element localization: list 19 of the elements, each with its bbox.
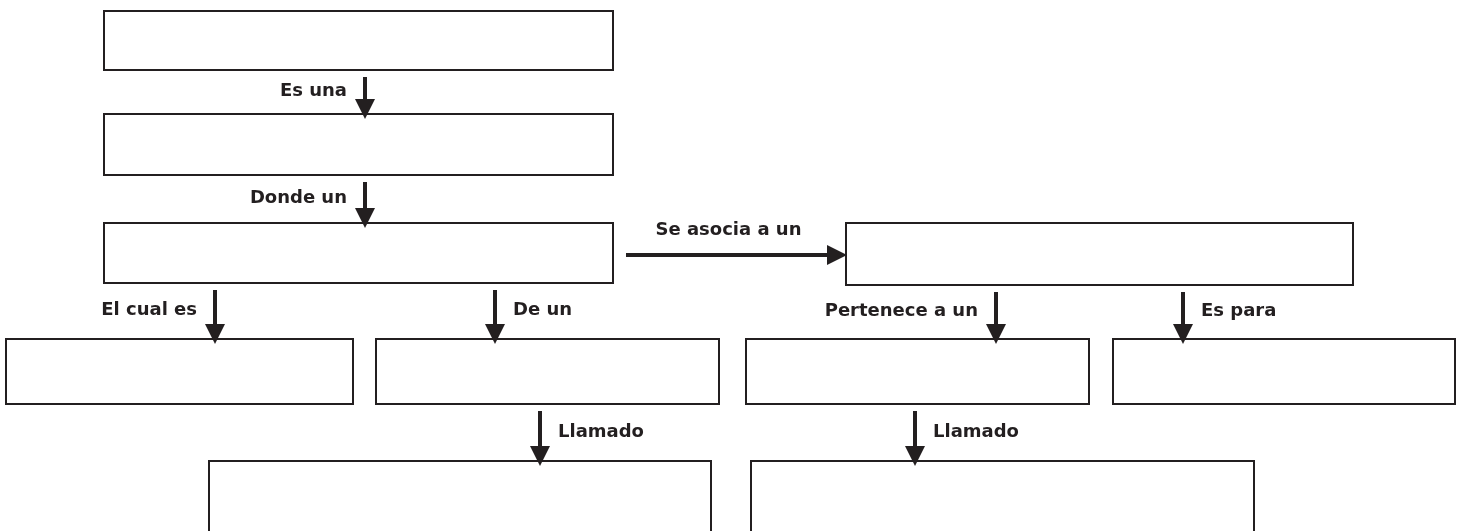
empty-box [103, 222, 614, 284]
empty-box [375, 338, 720, 405]
empty-box [745, 338, 1090, 405]
arrow [530, 411, 550, 466]
empty-box [750, 460, 1255, 531]
arrow [986, 292, 1006, 344]
empty-box [845, 222, 1354, 286]
arrow [355, 77, 375, 119]
empty-box [103, 10, 614, 71]
empty-box [208, 460, 712, 531]
empty-box [5, 338, 354, 405]
arrow [905, 411, 925, 466]
arrow [205, 290, 225, 344]
arrow [485, 290, 505, 344]
arrow [355, 182, 375, 228]
arrow [1173, 292, 1193, 344]
empty-box [1112, 338, 1456, 405]
empty-box [103, 113, 614, 176]
arrow [626, 245, 847, 265]
